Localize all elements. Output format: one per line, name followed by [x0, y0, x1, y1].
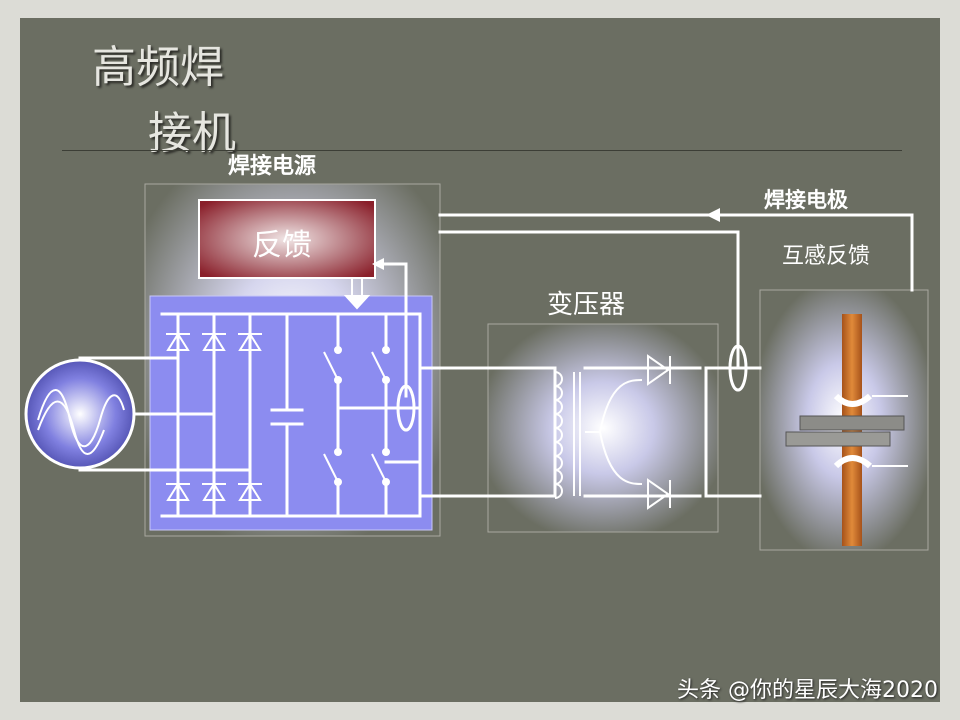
watermark: 头条 @你的星辰大海2020	[677, 678, 938, 703]
feedback-box	[198, 199, 376, 279]
mutual-feedback-label: 互感反馈	[782, 244, 871, 269]
workpiece-lower	[785, 431, 891, 447]
workpiece-upper	[799, 415, 905, 431]
transformer-label: 变压器	[547, 290, 626, 320]
power-source-label: 焊接电源	[228, 154, 317, 179]
feedback-label: 反馈	[252, 228, 312, 263]
electrode-label: 焊接电极	[764, 188, 848, 212]
slide-title-line1: 高频焊	[92, 42, 224, 93]
title-divider	[62, 150, 902, 151]
ac-source	[24, 358, 136, 470]
transformer-box	[487, 323, 719, 533]
